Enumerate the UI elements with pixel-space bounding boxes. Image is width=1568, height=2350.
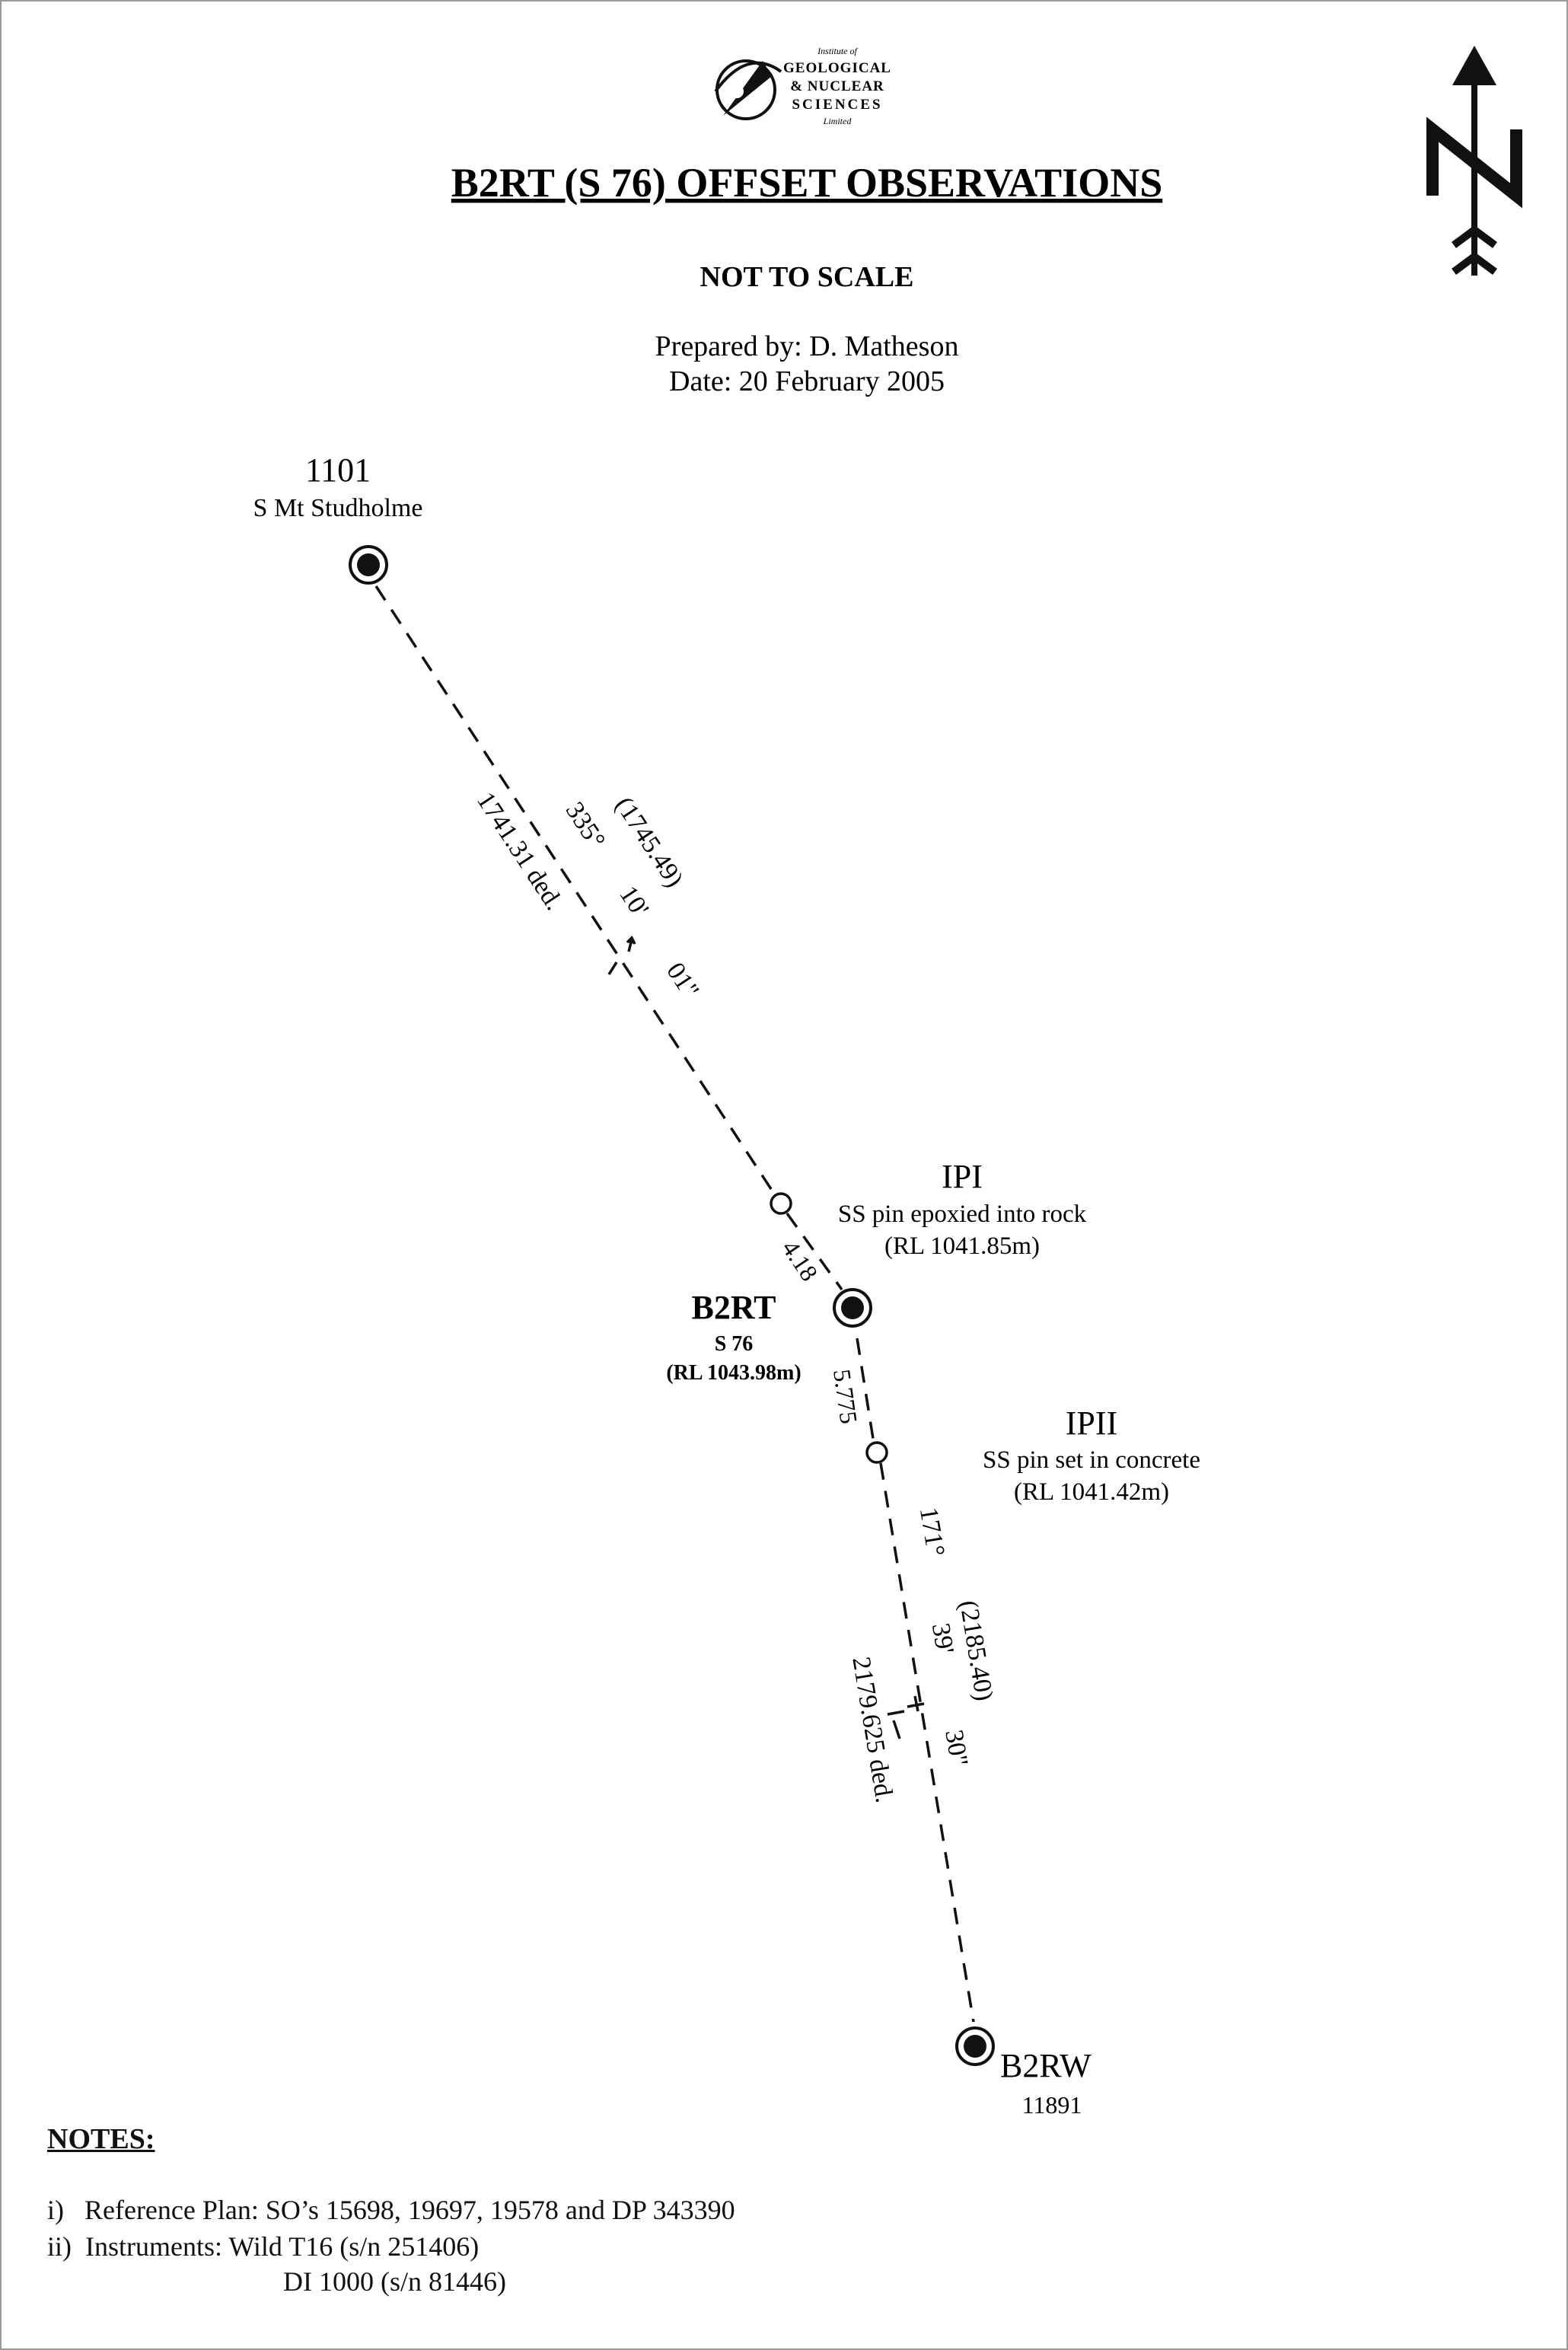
station-b2rw-mark (955, 2026, 995, 2066)
survey-lines (374, 585, 975, 2023)
station-b2rt-id: B2RT (692, 1289, 776, 1326)
lower-bearing-seconds: 30" (939, 1728, 973, 1768)
logo-line-5: Limited (823, 116, 853, 126)
lower-distance-measured: (2185.40) (954, 1599, 998, 1703)
station-b2rt-name: S 76 (715, 1332, 754, 1356)
station-ipii-desc: SS pin set in concrete (983, 1446, 1200, 1474)
lower-distance-deduced: 2179.625 ded. (846, 1655, 898, 1805)
page-title: B2RT (S 76) OFFSET OBSERVATIONS (451, 160, 1162, 206)
lower-bearing-degrees: 171° (914, 1505, 950, 1558)
station-ipi-rl: (RL 1041.85m) (884, 1232, 1040, 1260)
station-b2rw-number: 11891 (1022, 2091, 1082, 2119)
logo-line-2: GEOLOGICAL (783, 60, 891, 76)
station-ipi-id: IPI (942, 1158, 983, 1195)
upper-bearing-degrees: 335° (560, 797, 610, 853)
gns-logo: Institute of GEOLOGICAL & NUCLEAR SCIENC… (714, 46, 891, 126)
logo-line-3: & NUCLEAR (790, 78, 884, 94)
scale-note: NOT TO SCALE (700, 261, 914, 293)
upper-bearing-seconds: 01" (661, 958, 704, 1003)
station-b2rt-rl: (RL 1043.98m) (666, 1361, 801, 1385)
note-instruments-edm: DI 1000 (s/n 81446) (283, 2266, 506, 2297)
prepared-by: Prepared by: D. Matheson (655, 330, 959, 362)
line-ipii-to-b2rw (879, 1462, 975, 2023)
logo-line-4: SCIENCES (792, 97, 882, 113)
upper-bearing-minutes: 10' (613, 881, 654, 922)
station-ipi-mark (770, 1192, 792, 1215)
north-arrow-icon (1426, 46, 1522, 276)
station-b2rw-id: B2RW (1000, 2047, 1092, 2084)
gns-emblem-icon (714, 59, 782, 120)
station-1101-id: 1101 (305, 451, 371, 489)
station-ipii-mark (865, 1441, 888, 1464)
prepared-date: Date: 20 February 2005 (669, 365, 945, 397)
bearing-ticks (607, 936, 925, 1739)
note-instruments: ii) Instruments: Wild T16 (s/n 251406) (47, 2231, 480, 2262)
station-ipii-rl: (RL 1041.42m) (1014, 1478, 1169, 1506)
lower-bearing-minutes: 39' (926, 1621, 959, 1656)
b2rt-ipii-distance: 5.775 (828, 1367, 863, 1425)
ipi-b2rt-distance: 4.18 (777, 1236, 824, 1287)
line-1101-to-ipi (374, 585, 776, 1194)
notes-heading: NOTES: (47, 2123, 155, 2155)
station-1101-mark (349, 545, 388, 585)
station-ipii-id: IPII (1066, 1405, 1117, 1442)
upper-distance-measured: (1745.49) (610, 792, 689, 892)
station-b2rt-mark (833, 1288, 872, 1328)
note-reference-plan: i) Reference Plan: SO’s 15698, 19697, 19… (47, 2195, 735, 2225)
line-ipi-to-b2rt (786, 1212, 843, 1291)
station-ipi-desc: SS pin epoxied into rock (838, 1201, 1087, 1228)
line-b2rt-to-ipii (856, 1338, 875, 1444)
logo-line-1: Institute of (817, 46, 858, 56)
station-1101-name: S Mt Studholme (253, 494, 423, 522)
